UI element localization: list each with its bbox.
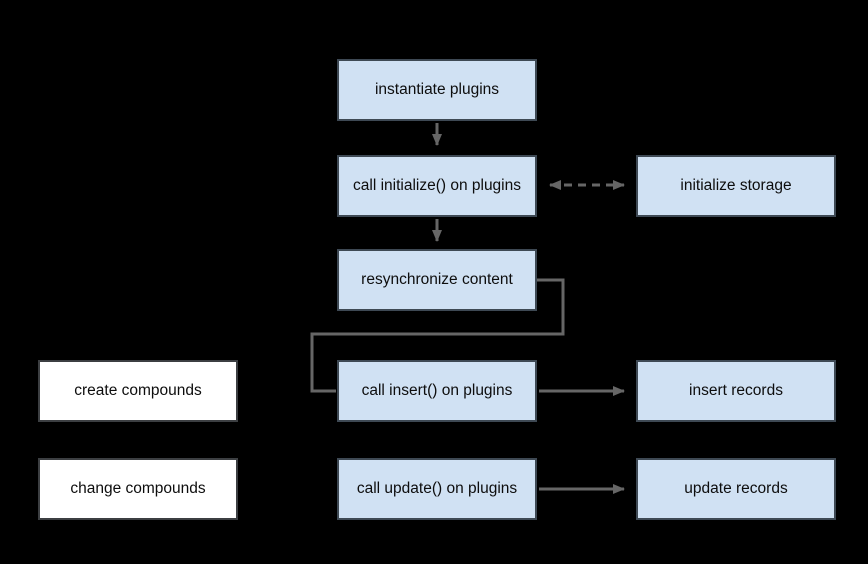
node-resynchronize-content: resynchronize content	[337, 249, 537, 311]
edge-resynchronize-to-insert-connector	[310, 278, 565, 393]
node-instantiate-plugins: instantiate plugins	[337, 59, 537, 121]
node-create-compounds: create compounds	[38, 360, 238, 422]
node-insert-records: insert records	[636, 360, 836, 422]
node-call-initialize: call initialize() on plugins	[337, 155, 537, 217]
node-update-records: update records	[636, 458, 836, 520]
node-change-compounds: change compounds	[38, 458, 238, 520]
node-call-update: call update() on plugins	[337, 458, 537, 520]
node-initialize-storage: initialize storage	[636, 155, 836, 217]
node-call-insert: call insert() on plugins	[337, 360, 537, 422]
